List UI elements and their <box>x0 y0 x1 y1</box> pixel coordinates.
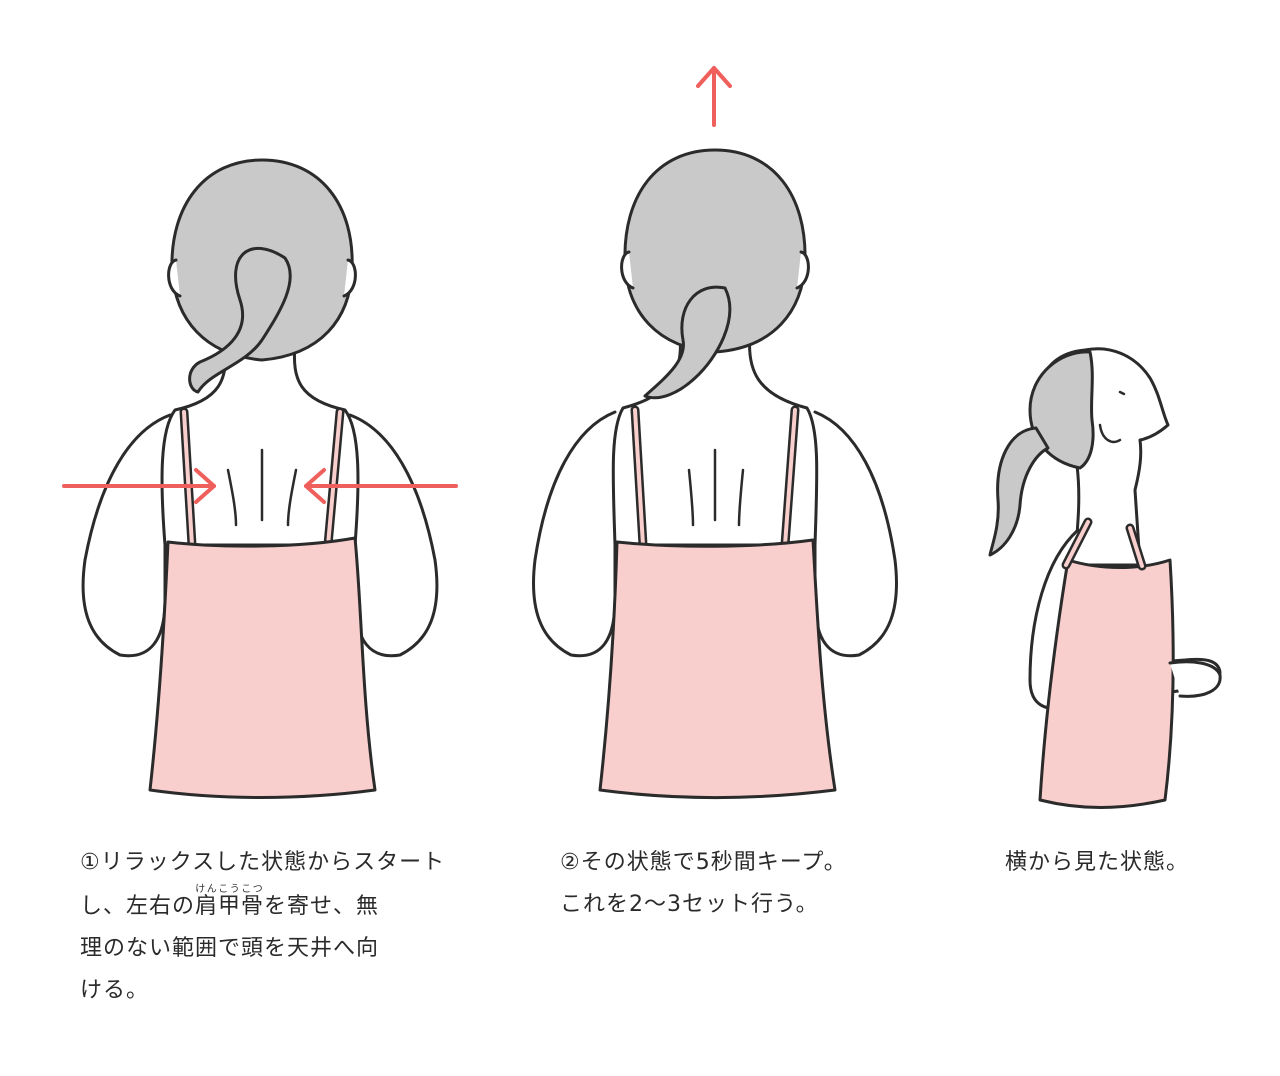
left-ear-2 <box>620 250 635 290</box>
back-line-right <box>286 468 298 527</box>
left-strap-fill <box>182 410 194 547</box>
back-line-left <box>226 468 238 527</box>
caption-step-2: ②その状態で5秒間キープ。 これを2〜3セット行う。 <box>560 842 900 926</box>
left-arm <box>81 413 172 658</box>
left-ear <box>167 258 182 298</box>
side-ponytail <box>988 426 1050 557</box>
side-strap-front-fill <box>1128 526 1144 568</box>
squeeze-arrows <box>62 468 458 504</box>
ruby-reading: けんこうこつ <box>195 884 265 895</box>
caption-1-line-5: ける。 <box>80 978 150 1003</box>
left-arm-2 <box>532 410 617 658</box>
caption-1-line-3: を寄せ、無 <box>264 894 380 919</box>
side-eye <box>1118 390 1126 396</box>
side-hand <box>1168 660 1222 698</box>
camisole-2 <box>598 538 837 799</box>
caption-1-line-4: 理のない範囲で頭を天井へ向 <box>80 936 380 961</box>
ponytail-2 <box>643 285 732 400</box>
right-strap-fill <box>326 410 342 547</box>
ponytail <box>188 247 292 394</box>
side-strap-back-fill <box>1064 520 1090 567</box>
ruby-scapula: 肩甲骨けんこうこつ <box>195 884 265 919</box>
right-ear-2 <box>795 250 810 290</box>
figure-back-relaxed <box>81 158 439 799</box>
right-strap-2-fill <box>783 408 797 547</box>
caption-side-view: 横から見た状態。 <box>1005 842 1225 884</box>
figure-side-view <box>988 347 1222 809</box>
caption-2-line-1: その状態で5秒間キープ。 <box>580 850 847 875</box>
arrow-up-icon <box>696 66 732 127</box>
right-arm <box>348 413 439 658</box>
figure-back-lifted <box>532 148 898 799</box>
step-2-number: ② <box>560 850 581 875</box>
ruby-word: 肩甲骨 <box>195 894 265 919</box>
back-line-right-2 <box>737 468 745 527</box>
side-smile <box>1098 423 1122 444</box>
back-line-left-2 <box>687 468 695 527</box>
right-arm-2 <box>813 410 898 658</box>
left-strap-2-fill <box>633 408 645 547</box>
camisole <box>148 536 377 799</box>
caption-1-line-1: リラックスした状態からスタート <box>100 850 446 875</box>
right-ear <box>342 258 357 298</box>
step-1-number: ① <box>80 850 101 875</box>
caption-2-line-2: これを2〜3セット行う。 <box>560 892 819 917</box>
side-hair <box>1028 350 1095 470</box>
arrow-right-icon <box>62 468 216 504</box>
caption-step-1: ①リラックスした状態からスタート し、左右の肩甲骨けんこうこつを寄せ、無 理のな… <box>80 842 460 1012</box>
side-camisole <box>1038 558 1175 809</box>
caption-3-line-1: 横から見た状態。 <box>1005 850 1190 875</box>
arrow-left-icon <box>304 468 458 504</box>
caption-1-line-2: し、左右の <box>80 894 196 919</box>
